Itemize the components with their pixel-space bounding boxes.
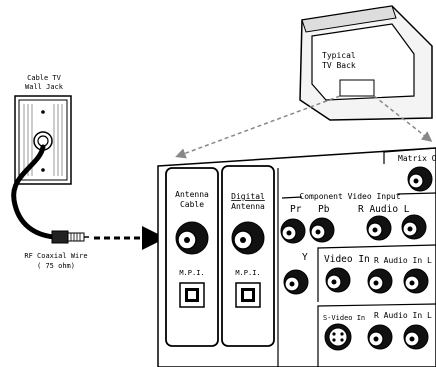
- r-audio-in-l-label-1: R Audio In L: [374, 256, 432, 265]
- pr-jack[interactable]: [280, 218, 306, 244]
- mpi-port-1[interactable]: [179, 282, 205, 308]
- coax-label-line1: RF Coaxial Wire: [24, 252, 87, 260]
- s-video-audio-l-jack[interactable]: [403, 324, 429, 350]
- guide-line-right: [373, 95, 433, 142]
- pb-label: Pb: [318, 204, 330, 215]
- y-jack[interactable]: [283, 269, 309, 295]
- guide-line-left: [175, 95, 341, 159]
- video-in-label: Video In: [324, 254, 370, 265]
- wall-jack-label-line2: Wall Jack: [25, 83, 64, 91]
- wall-plate-screw-bottom: [41, 168, 45, 172]
- digital-antenna-label-line1: Digital: [231, 192, 265, 201]
- y-label: Y: [302, 252, 308, 263]
- digital-antenna-module[interactable]: [221, 165, 275, 347]
- coax-label-line2: ( 75 ohm): [37, 262, 75, 270]
- r-audio-l-label: R Audio L: [358, 204, 410, 215]
- component-audio-l-jack[interactable]: [401, 214, 427, 240]
- tv-jack-area: [339, 79, 375, 97]
- antenna-cable-label-line2: Cable: [180, 200, 204, 209]
- coax-plug-body: [51, 230, 69, 244]
- pb-jack[interactable]: [309, 217, 335, 243]
- antenna-cable-module[interactable]: [165, 167, 219, 347]
- antenna-cable-label-line1: Antenna: [175, 190, 209, 199]
- mpi-port-2[interactable]: [235, 282, 261, 308]
- video-in-jack[interactable]: [325, 267, 351, 293]
- video-in-box: [317, 244, 436, 302]
- coax-plug-nut: [67, 232, 85, 242]
- wall-jack-label-line1: Cable TV: [27, 74, 62, 82]
- tv-back-panel: [311, 23, 415, 101]
- digital-antenna-label-line2: Antenna: [231, 202, 265, 211]
- matrix-out-box: [383, 147, 436, 164]
- matrix-out-jack[interactable]: [407, 166, 433, 192]
- s-video-box: [317, 303, 436, 367]
- wall-plate-screw-top: [41, 110, 45, 114]
- coax-wire: [11, 144, 57, 240]
- s-video-audio-r-jack[interactable]: [367, 324, 393, 350]
- mpi-label-2: M.P.I.: [235, 269, 260, 277]
- r-audio-in-l-label-2: R Audio In L: [374, 311, 432, 320]
- digital-antenna-jack[interactable]: [231, 221, 265, 255]
- antenna-cable-jack[interactable]: [175, 221, 209, 255]
- coax-cable: RF Coaxial Wire ( 75 ohm): [11, 144, 89, 270]
- mpi-label-1: M.P.I.: [179, 269, 204, 277]
- matrix-out-label: Matrix Ou: [398, 154, 436, 163]
- tv-top-edge: [301, 5, 397, 33]
- pr-label: Pr: [290, 204, 302, 215]
- s-video-jack[interactable]: [324, 323, 352, 351]
- wall-jack: Cable TV Wall Jack: [14, 74, 72, 185]
- connector-panel: Antenna Cable M.P.I. Digital Antenna M.P…: [157, 147, 436, 367]
- tv-back-label-line1: Typical: [322, 51, 356, 60]
- component-audio-r-jack[interactable]: [366, 215, 392, 241]
- wall-plate-inner: [18, 99, 68, 181]
- video-audio-l-jack[interactable]: [403, 268, 429, 294]
- tv-back-label-line2: TV Back: [322, 61, 356, 70]
- tv-back-illustration: Typical TV Back: [175, 5, 433, 159]
- s-video-in-label: S-Video In: [323, 314, 365, 322]
- component-video-input-label: Component Video Input: [299, 192, 400, 201]
- video-audio-r-jack[interactable]: [367, 268, 393, 294]
